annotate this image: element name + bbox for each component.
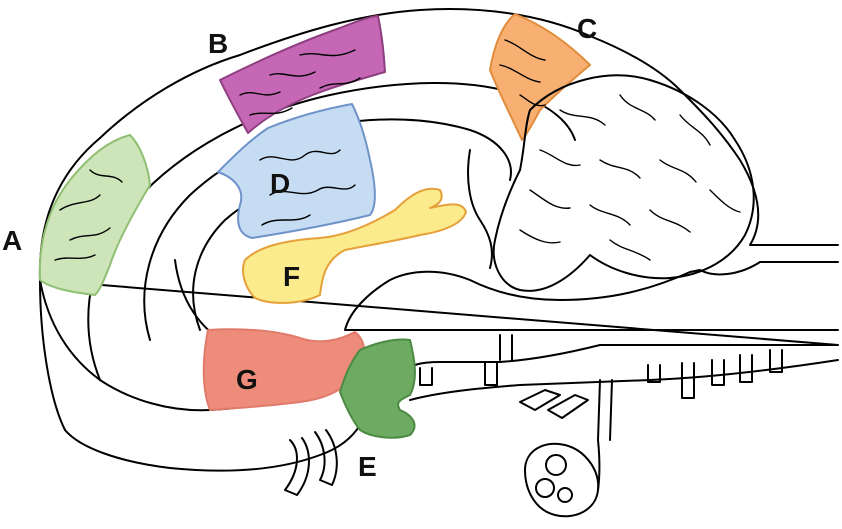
temporal-outline (64, 424, 361, 472)
label-G: G (236, 364, 258, 395)
nerve-stubs (284, 334, 783, 496)
label-E: E (358, 451, 377, 482)
lower-arc (39, 279, 66, 431)
brainstem-outline (409, 359, 839, 401)
pituitary-structure (524, 439, 601, 518)
region-D-shape (217, 103, 376, 239)
region-B-shape (219, 15, 386, 134)
label-F: F (283, 261, 301, 292)
label-D: D (270, 168, 291, 199)
label-A: A (2, 225, 23, 256)
region-E-shape (339, 338, 416, 439)
label-B: B (208, 28, 229, 59)
region-F-shape (242, 187, 467, 304)
label-C: C (577, 13, 598, 44)
region-G-shape (202, 328, 366, 411)
region-A-shape (38, 134, 151, 296)
region-C-shape (489, 13, 591, 141)
cerebellum (492, 74, 755, 292)
inner-arc-4 (467, 149, 493, 269)
